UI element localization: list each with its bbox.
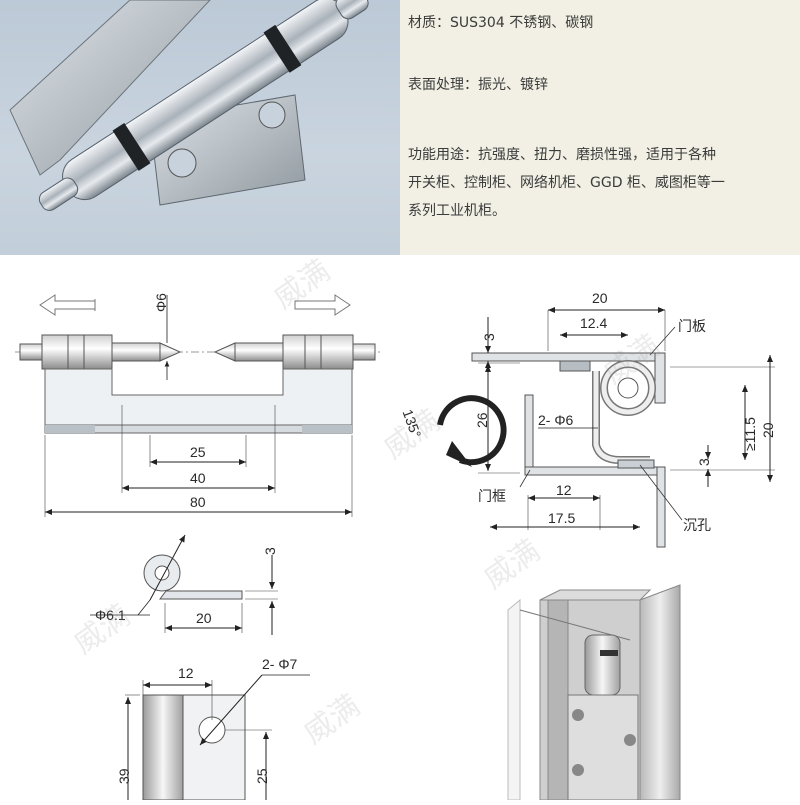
side-diameter-label: Φ6.1	[95, 607, 126, 623]
dim-25: 25	[190, 444, 206, 460]
front-view: Φ6 25 40 80	[15, 293, 380, 517]
spec-panel: 材质：SUS304 不锈钢、碳钢 表面处理：振光、镀锌 功能用途：抗强度、扭力、…	[400, 0, 800, 255]
side-dim-20: 20	[196, 610, 212, 626]
section-dim-3-right: 3	[696, 458, 712, 466]
spec-function-2: 开关柜、控制柜、网络机柜、GGD 柜、威图柜等一	[408, 175, 725, 191]
section-dim-12-4: 12.4	[580, 315, 607, 331]
section-holes-label: 2- Φ6	[538, 412, 574, 428]
dim-80: 80	[190, 494, 206, 510]
product-header: 材质：SUS304 不锈钢、碳钢 表面处理：振光、镀锌 功能用途：抗强度、扭力、…	[0, 0, 800, 255]
plate-dim-12: 12	[178, 665, 194, 681]
rotation-arrow-icon	[446, 441, 472, 467]
section-dim-20-right: 20	[760, 422, 776, 438]
section-dim-20: 20	[592, 290, 608, 306]
countersink-label: 沉孔	[683, 518, 711, 534]
section-dim-11-5: ≥11.5	[742, 417, 758, 451]
product-photo	[0, 0, 400, 255]
plate-dim-25: 25	[254, 768, 270, 784]
pin-diameter-label: Φ6	[153, 293, 169, 312]
section-dim-3-top: 3	[481, 333, 497, 341]
plate-dim-39: 39	[116, 768, 132, 784]
plate-view: 12 2- Φ7 39 25	[116, 656, 310, 801]
cabinet-3d-view	[507, 584, 681, 801]
spec-surface: 表面处理：振光、镀锌	[408, 77, 548, 93]
side-view: Φ6.1 3 20	[90, 534, 278, 635]
drawing-canvas: Φ6 25 40 80	[15, 290, 776, 801]
section-dim-12: 12	[556, 482, 572, 498]
spec-function-1: 功能用途：抗强度、扭力、磨损性强，适用于各种	[408, 147, 716, 163]
side-dim-3: 3	[262, 547, 278, 555]
plate-holes-label: 2- Φ7	[262, 656, 298, 672]
hinge-photo-illustration	[9, 0, 369, 211]
dim-40: 40	[190, 470, 206, 486]
door-frame-label: 门框	[478, 489, 506, 505]
door-panel-label: 门板	[678, 319, 706, 335]
left-arrow-icon	[39, 294, 96, 316]
section-view: 20 12.4 门板 3 26 135° 2- Φ6	[400, 290, 776, 548]
right-arrow-icon	[294, 294, 351, 316]
section-dim-26: 26	[474, 412, 490, 428]
section-dim-17-5: 17.5	[548, 510, 575, 526]
angle-label: 135°	[400, 407, 425, 440]
spec-function-3: 系列工业机柜。	[408, 203, 506, 219]
spec-material: 材质：SUS304 不锈钢、碳钢	[408, 15, 594, 31]
technical-drawings: Φ6 25 40 80	[0, 253, 800, 801]
